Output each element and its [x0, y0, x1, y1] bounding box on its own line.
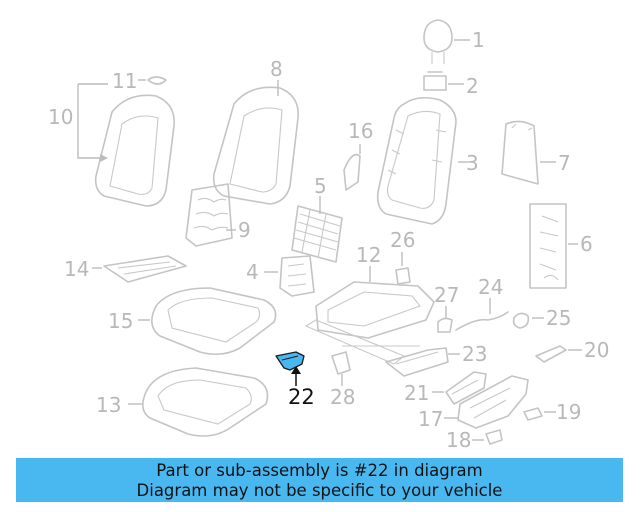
part-15-cushion-cover	[138, 287, 277, 356]
callout-28: 28	[330, 385, 355, 409]
callout-20: 20	[584, 338, 609, 362]
banner-line-1: Part or sub-assembly is #22 in diagram	[156, 461, 483, 480]
part-23-bracket	[385, 347, 460, 377]
callout-25: 25	[546, 306, 571, 330]
callout-22: 22	[288, 385, 315, 409]
callout-16: 16	[348, 119, 373, 143]
callout-18: 18	[446, 428, 471, 452]
part-20-lever	[535, 345, 582, 363]
callout-23: 23	[462, 342, 487, 366]
part-17-side-shield	[444, 375, 529, 429]
callout-27: 27	[434, 283, 459, 307]
callout-17: 17	[418, 407, 443, 431]
part-16-trim	[343, 144, 361, 191]
info-banner: Part or sub-assembly is #22 in diagram D…	[16, 458, 623, 502]
callout-24: 24	[478, 275, 503, 299]
part-9-back-pad	[185, 183, 236, 247]
part-28-bracket	[331, 351, 351, 386]
callout-14: 14	[64, 257, 89, 281]
part-8-seatback-cover	[212, 80, 299, 205]
callout-10: 10	[48, 105, 73, 129]
callout-1: 1	[472, 28, 485, 52]
part-24-cable	[455, 298, 509, 331]
part-12-seat-frame	[304, 266, 435, 365]
part-2-headrest-guide	[423, 71, 464, 91]
callout-6: 6	[580, 232, 593, 256]
part-11-badge	[138, 76, 167, 85]
callout-15: 15	[108, 309, 133, 333]
part-18-clip	[472, 429, 503, 445]
part-26-sensor	[395, 252, 411, 285]
part-21-inner-shield	[432, 371, 487, 405]
callout-5: 5	[314, 174, 327, 198]
callout-13: 13	[96, 393, 121, 417]
part-13-seat-cushion	[128, 367, 269, 437]
callout-4: 4	[246, 260, 259, 284]
part-27-cover	[437, 306, 453, 333]
callout-12: 12	[356, 243, 381, 267]
part-1-headrest	[423, 19, 470, 64]
part-19-cap	[523, 407, 556, 421]
part-3-seatback-frame	[376, 96, 470, 225]
part-14-heater-mat	[92, 255, 187, 283]
part-10-seatback-assembly	[77, 83, 175, 207]
callout-19: 19	[556, 400, 581, 424]
part-7-back-panel	[501, 120, 556, 185]
callout-9: 9	[238, 218, 251, 242]
part-6-hardware-set	[529, 203, 578, 289]
callout-11: 11	[112, 69, 137, 93]
part-4-bracket	[264, 255, 315, 297]
callout-26: 26	[390, 228, 415, 252]
callout-3: 3	[466, 151, 479, 175]
part-5-lumbar-frame	[291, 196, 343, 263]
leader-22	[291, 366, 301, 386]
banner-line-2: Diagram may not be specific to your vehi…	[136, 481, 503, 500]
callout-2: 2	[466, 74, 479, 98]
part-25-knob	[512, 312, 544, 329]
callout-21: 21	[404, 381, 429, 405]
callout-7: 7	[558, 151, 571, 175]
part-22-highlighted[interactable]	[275, 351, 305, 371]
callout-8: 8	[270, 57, 283, 81]
